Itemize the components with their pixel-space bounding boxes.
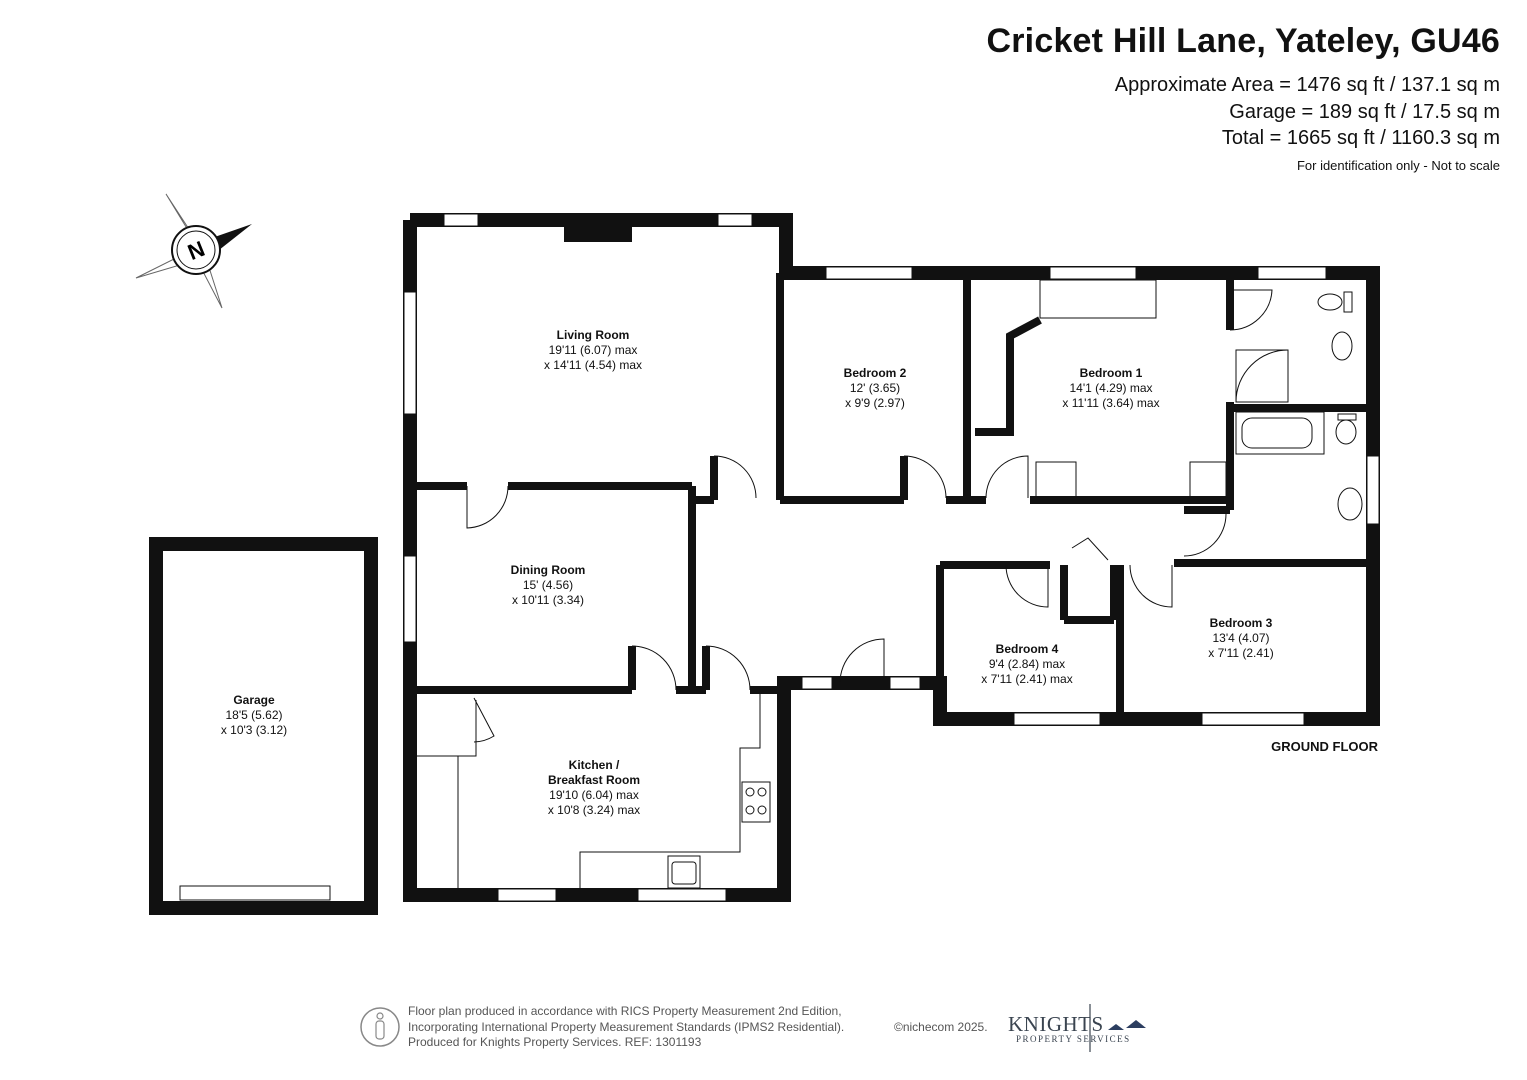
house-roof-icon [1089, 1004, 1146, 1052]
room-dimension: x 10'11 (3.34) [512, 593, 584, 607]
room-dining: Dining Room 15' (4.56) x 10'11 (3.34) [511, 563, 586, 607]
logo-subtext: PROPERTY SERVICES [1016, 1034, 1131, 1044]
footer-line: Floor plan produced in accordance with R… [408, 1004, 842, 1018]
garage-area: Garage = 189 sq ft / 17.5 sq m [1229, 101, 1500, 123]
room-name: Bedroom 4 [996, 642, 1059, 656]
room-dimension: 12' (3.65) [850, 381, 900, 395]
room-bedroom-1: Bedroom 1 14'1 (4.29) max x 11'11 (3.64)… [1062, 366, 1159, 410]
knights-logo: KNIGHTS PROPERTY SERVICES [1008, 1004, 1148, 1054]
room-dimension: 18'5 (5.62) [226, 708, 283, 722]
room-dimension: 13'4 (4.07) [1213, 631, 1270, 645]
plan-title: Cricket Hill Lane, Yateley, GU46 [986, 22, 1500, 60]
room-dimension: x 9'9 (2.97) [845, 396, 905, 410]
room-name: Dining Room [511, 563, 586, 577]
room-kitchen: Kitchen / Breakfast Room 19'10 (6.04) ma… [548, 758, 640, 817]
room-name: Bedroom 2 [844, 366, 907, 380]
compass-icon: N [135, 193, 252, 309]
room-dimension: 9'4 (2.84) max [989, 657, 1065, 671]
room-dimension: 15' (4.56) [523, 578, 573, 592]
total-area: Total = 1665 sq ft / 1160.3 sq m [1221, 127, 1500, 149]
room-dimension: x 11'11 (3.64) max [1062, 396, 1159, 410]
scale-disclaimer: For identification only - Not to scale [1296, 158, 1500, 173]
fireplace [564, 220, 632, 242]
footer-line: Incorporating International Property Mea… [408, 1019, 845, 1034]
room-dimension: 14'1 (4.29) max [1070, 381, 1153, 395]
room-living: Living Room 19'11 (6.07) max x 14'11 (4.… [544, 328, 642, 372]
room-dimension: x 7'11 (2.41) max [981, 672, 1072, 686]
floor-label: GROUND FLOOR [1271, 739, 1378, 754]
room-name: Living Room [557, 328, 630, 342]
internal-walls [414, 273, 1373, 719]
room-name: Bedroom 1 [1080, 366, 1143, 380]
room-name: Garage [233, 693, 275, 707]
room-dimension: x 7'11 (2.41) [1208, 646, 1273, 660]
door-swings [466, 289, 1273, 743]
room-name: Kitchen / [569, 758, 620, 772]
room-bedroom-4: Bedroom 4 9'4 (2.84) max x 7'11 (2.41) m… [981, 642, 1072, 686]
windows [403, 213, 1380, 902]
room-name: Breakfast Room [548, 773, 640, 787]
room-dimension: x 10'3 (3.12) [221, 723, 287, 737]
room-name: Bedroom 3 [1210, 616, 1273, 630]
approximate-area: Approximate Area = 1476 sq ft / 137.1 sq… [1114, 74, 1500, 96]
room-garage: Garage 18'5 (5.62) x 10'3 (3.12) [221, 693, 287, 737]
room-dimension: x 14'11 (4.54) max [544, 358, 642, 372]
room-dimension: 19'10 (6.04) max [549, 788, 639, 802]
room-bedroom-3: Bedroom 3 13'4 (4.07) x 7'11 (2.41) [1208, 616, 1273, 660]
logo-text: KNIGHTS [1008, 1012, 1104, 1036]
fixtures [414, 279, 1363, 890]
room-dimension: x 10'8 (3.24) max [548, 803, 640, 817]
room-dimension: 19'11 (6.07) max [549, 343, 638, 357]
garage-walls [149, 537, 378, 915]
garage-door [179, 885, 331, 901]
person-icon [360, 1007, 400, 1047]
room-bedroom-2: Bedroom 2 12' (3.65) x 9'9 (2.97) [844, 366, 907, 410]
footer-line: Produced for Knights Property Services. … [408, 1035, 702, 1049]
footer-notes: Floor plan produced in accordance with R… [408, 1004, 844, 1051]
footer-credit: ©nichecom 2025. [894, 1020, 988, 1034]
